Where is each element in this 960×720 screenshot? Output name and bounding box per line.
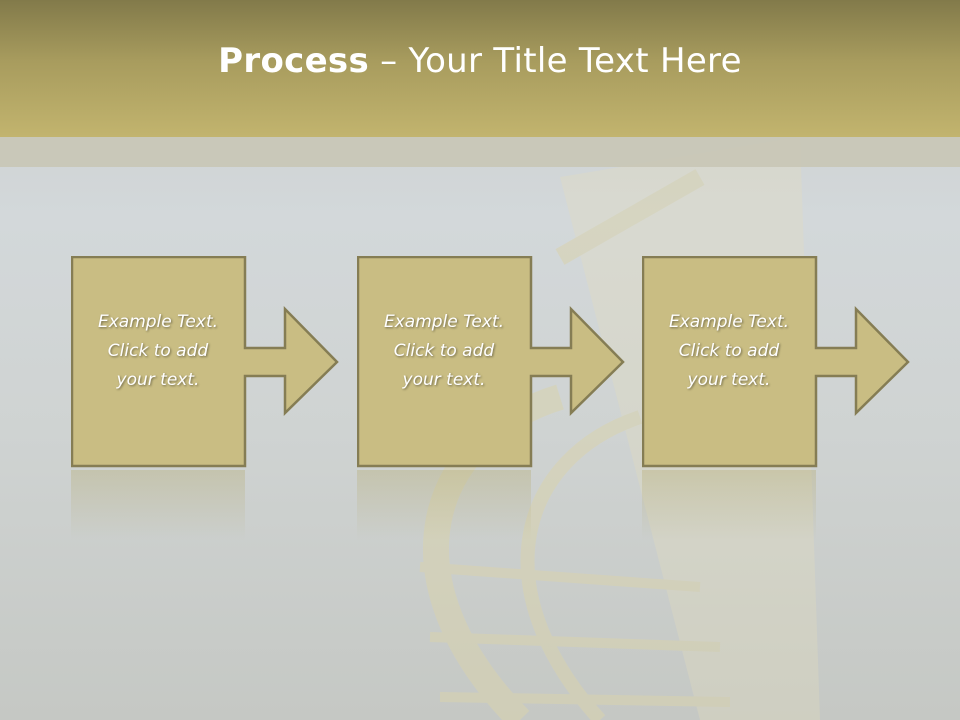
process-step-1[interactable]: Example Text. Click to add your text. bbox=[71, 256, 341, 471]
slide-title-rest: – Your Title Text Here bbox=[369, 40, 742, 81]
step-2-line-3: your text. bbox=[402, 370, 486, 390]
right-arrow-icon bbox=[71, 256, 339, 468]
step-1-line-3: your text. bbox=[116, 370, 200, 390]
process-step-3[interactable]: Example Text. Click to add your text. bbox=[642, 256, 912, 471]
process-step-3-text[interactable]: Example Text. Click to add your text. bbox=[642, 308, 816, 395]
step-1-line-2: Click to add bbox=[107, 341, 209, 361]
process-step-2-reflection bbox=[357, 470, 531, 540]
process-step-2[interactable]: Example Text. Click to add your text. bbox=[357, 256, 627, 471]
right-arrow-icon bbox=[357, 256, 625, 468]
title-bar: Process – Your Title Text Here bbox=[0, 0, 960, 137]
step-3-line-3: your text. bbox=[687, 370, 771, 390]
step-2-line-1: Example Text. bbox=[383, 312, 505, 332]
process-step-2-text[interactable]: Example Text. Click to add your text. bbox=[357, 308, 531, 395]
slide-title[interactable]: Process – Your Title Text Here bbox=[218, 41, 742, 81]
process-step-3-reflection bbox=[642, 470, 816, 540]
step-3-line-1: Example Text. bbox=[668, 312, 790, 332]
header-band bbox=[0, 137, 960, 167]
right-arrow-icon bbox=[642, 256, 910, 468]
process-step-1-reflection bbox=[71, 470, 245, 540]
step-3-line-2: Click to add bbox=[678, 341, 780, 361]
step-1-line-1: Example Text. bbox=[97, 312, 219, 332]
slide-title-bold: Process bbox=[218, 40, 370, 81]
step-2-line-2: Click to add bbox=[393, 341, 495, 361]
process-step-1-text[interactable]: Example Text. Click to add your text. bbox=[71, 308, 245, 395]
